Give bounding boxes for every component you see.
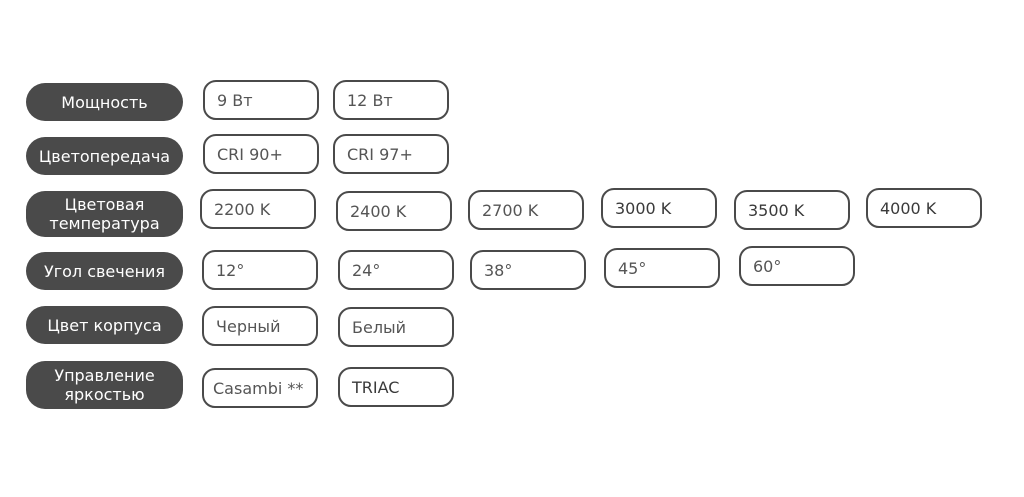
- option-temp-3000k[interactable]: 3000 K: [601, 188, 717, 228]
- option-temp-2200k[interactable]: 2200 K: [200, 189, 316, 229]
- option-temp-2400k[interactable]: 2400 K: [336, 191, 452, 231]
- option-body-black[interactable]: Черный: [202, 306, 318, 346]
- label-brightness-control: Управление яркостью: [26, 361, 183, 409]
- option-angle-24[interactable]: 24°: [338, 250, 454, 290]
- option-power-9w[interactable]: 9 Вт: [203, 80, 319, 120]
- option-angle-60[interactable]: 60°: [739, 246, 855, 286]
- option-cri-97[interactable]: CRI 97+: [333, 134, 449, 174]
- option-temp-4000k[interactable]: 4000 K: [866, 188, 982, 228]
- option-angle-38[interactable]: 38°: [470, 250, 586, 290]
- option-temp-2700k[interactable]: 2700 K: [468, 190, 584, 230]
- label-color-rendering: Цветопередача: [26, 137, 183, 175]
- option-angle-12[interactable]: 12°: [202, 250, 318, 290]
- option-control-triac[interactable]: TRIAC: [338, 367, 454, 407]
- option-angle-45[interactable]: 45°: [604, 248, 720, 288]
- label-body-color: Цвет корпуса: [26, 306, 183, 344]
- option-control-casambi[interactable]: Casambi **: [202, 368, 318, 408]
- label-power: Мощность: [26, 83, 183, 121]
- option-cri-90[interactable]: CRI 90+: [203, 134, 319, 174]
- option-temp-3500k[interactable]: 3500 K: [734, 190, 850, 230]
- label-color-temperature: Цветовая температура: [26, 191, 183, 237]
- option-power-12w[interactable]: 12 Вт: [333, 80, 449, 120]
- option-body-white[interactable]: Белый: [338, 307, 454, 347]
- label-beam-angle: Угол свечения: [26, 252, 183, 290]
